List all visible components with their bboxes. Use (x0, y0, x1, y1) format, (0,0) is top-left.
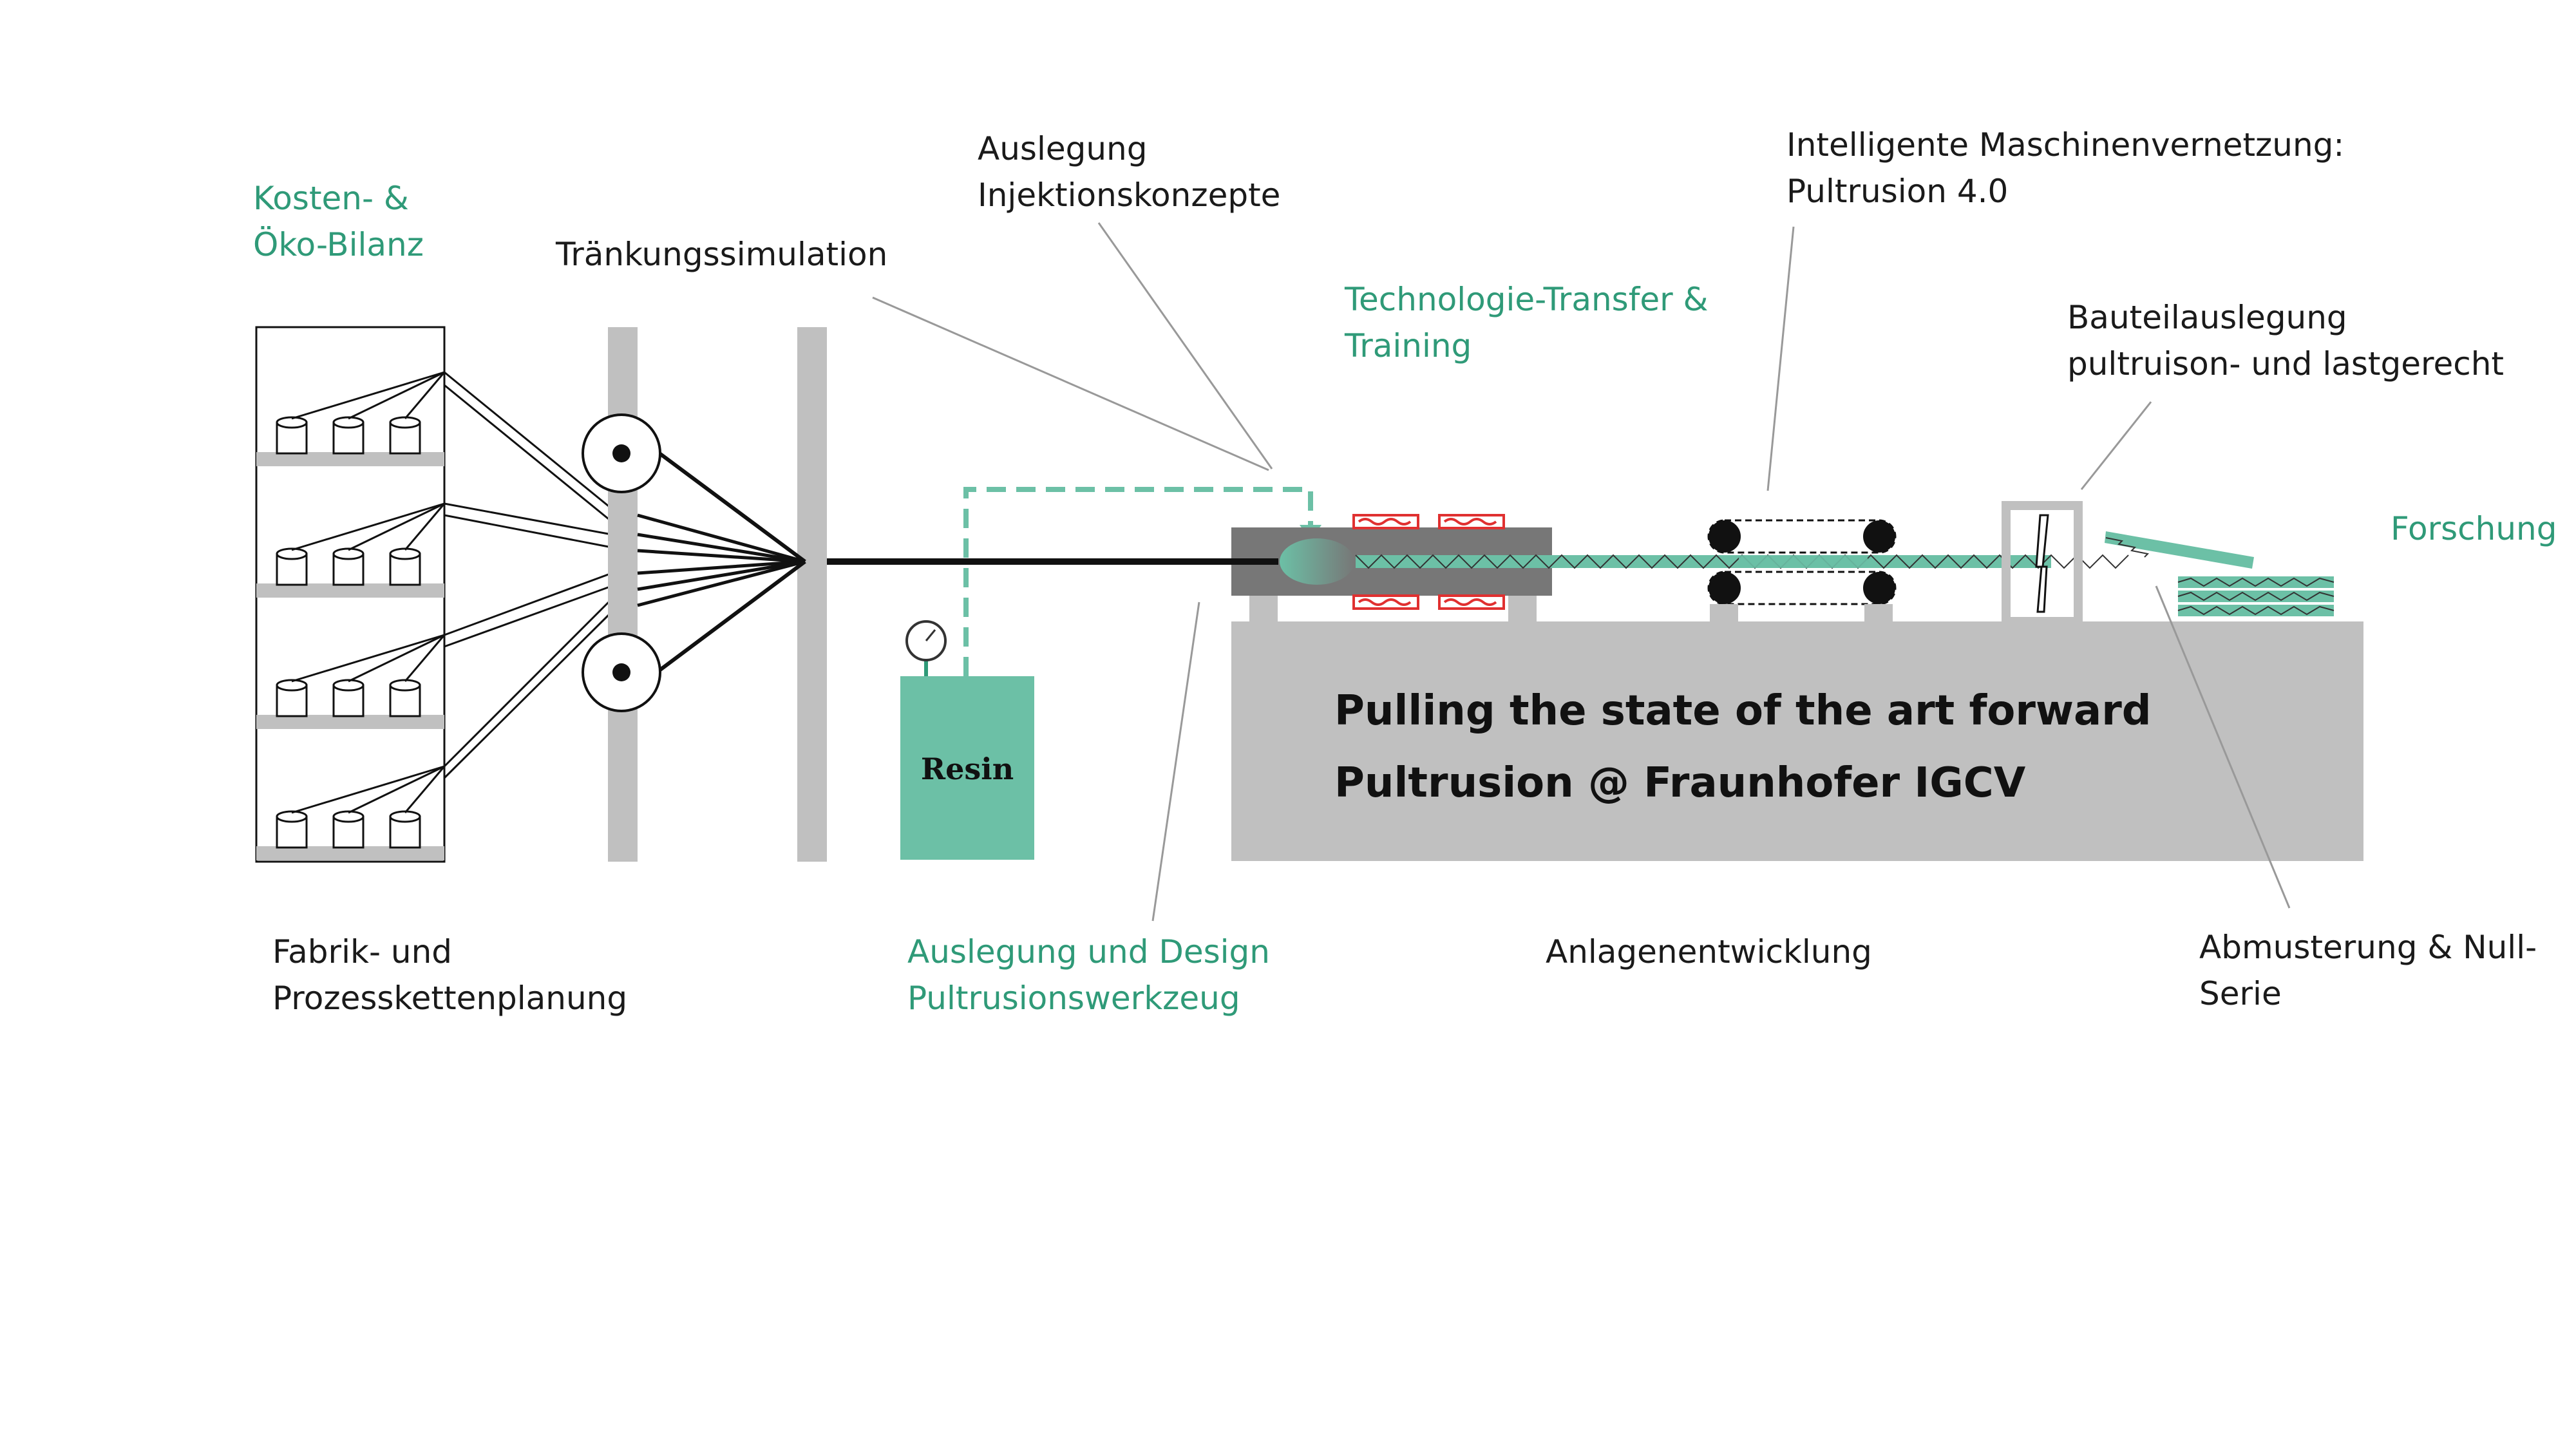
bed-title-line1: Pulling the state of the art forward (1334, 687, 2152, 735)
puller-unit (1707, 519, 1897, 623)
roller-top (582, 413, 661, 493)
leader-lines (872, 222, 2291, 922)
fiber-bundles (443, 371, 613, 779)
machine-bed: Pulling the state of the art forward Pul… (1231, 596, 2363, 861)
label-injektion-2: Injektionskonzepte (978, 176, 1280, 214)
bobbin-icon (389, 416, 421, 455)
resin-tank: Resin (900, 676, 1034, 860)
creel-shelf (256, 715, 444, 729)
label-abmusterung-1: Abmusterung & Null- (2199, 929, 2537, 966)
label-bauteil-1: Bauteilauslegung (2067, 299, 2347, 336)
creel-shelf (256, 452, 444, 466)
bed-foot (1864, 604, 1893, 623)
bobbin-icon (332, 679, 365, 717)
guide-plate-1 (608, 327, 638, 862)
bobbin-icon (276, 810, 308, 849)
bobbin-icon (332, 547, 365, 586)
label-vernetzung-1: Intelligente Maschinenvernetzung: (1786, 126, 2344, 164)
cut-profiles (2105, 531, 2334, 616)
cutting-saw-icon (2002, 501, 2083, 626)
guide-plate-2 (797, 327, 827, 862)
label-kosten-2: Öko-Bilanz (253, 226, 424, 263)
bobbin-icon (332, 416, 365, 455)
injection-line (963, 487, 1313, 676)
label-anlagen: Anlagenentwicklung (1546, 933, 1872, 971)
label-vernetzung-2: Pultrusion 4.0 (1786, 173, 2008, 210)
bed-foot (1508, 596, 1537, 623)
label-fabrik-2: Prozesskettenplanung (272, 980, 627, 1017)
roller-bottom (582, 632, 661, 712)
label-technologie-2: Training (1344, 327, 1472, 365)
label-werkzeug-2: Pultrusionswerkzeug (907, 980, 1240, 1017)
label-injektion-1: Auslegung (978, 130, 1147, 167)
label-technologie-1: Technologie-Transfer & (1344, 281, 1709, 318)
creel-rack (255, 326, 446, 863)
label-abmusterung-2: Serie (2199, 975, 2282, 1012)
bed-title-line2: Pultrusion @ Fraunhofer IGCV (1334, 759, 2026, 807)
bobbin-icon (389, 810, 421, 849)
bobbin-icon (276, 416, 308, 455)
label-kosten-1: Kosten- & (253, 180, 409, 217)
resin-label: Resin (921, 752, 1014, 786)
label-fabrik-1: Fabrik- und (272, 933, 452, 971)
bed-foot (1710, 604, 1738, 623)
pressure-gauge-icon (905, 620, 947, 676)
creel-shelf (256, 583, 444, 598)
bobbin-icon (276, 547, 308, 586)
bobbin-icon (276, 679, 308, 717)
label-forschung: Forschung (2391, 510, 2557, 547)
bobbin-icon (389, 679, 421, 717)
bobbin-icon (389, 547, 421, 586)
bobbin-icon (332, 810, 365, 849)
label-werkzeug-1: Auslegung und Design (907, 933, 1270, 971)
profile-strand-pass (1739, 555, 1868, 568)
label-traenkung: Tränkungssimulation (555, 236, 887, 273)
creel-shelf (256, 846, 444, 860)
label-bauteil-2: pultruison- und lastgerecht (2067, 345, 2504, 383)
heater-icon (1352, 514, 1505, 610)
bed-foot (1249, 596, 1278, 623)
